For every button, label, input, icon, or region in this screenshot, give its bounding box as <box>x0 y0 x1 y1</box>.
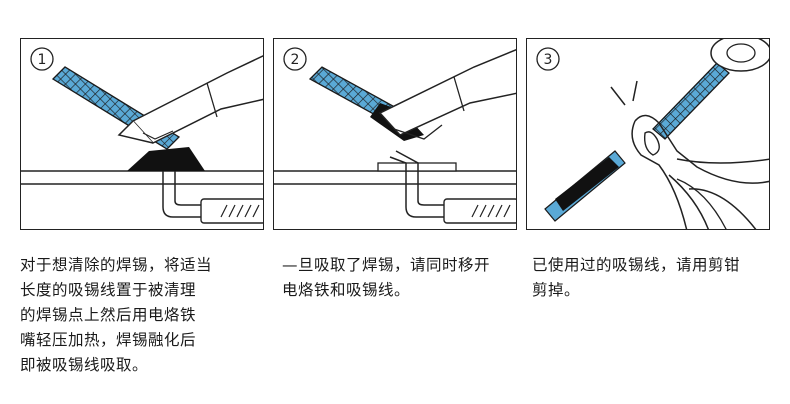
desoldering-braid-icon <box>653 63 729 139</box>
circuit-board-icon <box>21 171 264 184</box>
soldering-iron-icon <box>380 49 517 139</box>
soldering-iron-icon <box>119 55 264 143</box>
step-number-badge: 3 <box>537 48 559 70</box>
step-number-badge: 1 <box>31 48 53 70</box>
step-number-text: 1 <box>38 52 47 68</box>
component-lead-icon <box>390 151 517 223</box>
step-2-illustration: 2 <box>274 39 517 230</box>
cutting-pliers-icon <box>632 115 770 230</box>
step-number-text: 2 <box>291 52 300 68</box>
braid-spool-icon <box>711 39 770 71</box>
step-1-panel: 1 <box>20 38 264 230</box>
step-2-panel: 2 <box>273 38 517 230</box>
solder-joint-icon <box>127 147 205 171</box>
step-1-caption: 对于想清除的焊锡，将适当 长度的吸锡线置于被清理 的焊锡点上然后用电烙铁 嘴轻压… <box>20 253 260 378</box>
step-3-illustration: 3 <box>527 39 770 230</box>
step-number-badge: 2 <box>284 48 306 70</box>
component-lead-icon <box>163 171 264 223</box>
step-2-caption: —旦吸取了焊锡，请同时移开 电烙铁和吸锡线。 <box>282 253 532 303</box>
cut-spark-icon <box>611 81 637 105</box>
used-braid-piece-icon <box>545 151 625 221</box>
step-1-illustration: 1 <box>21 39 264 230</box>
step-3-caption: 已使用过的吸锡线，请用剪钳 剪掉。 <box>532 253 782 303</box>
step-number-text: 3 <box>544 52 553 68</box>
circuit-board-icon <box>274 163 517 184</box>
step-3-panel: 3 <box>526 38 770 230</box>
